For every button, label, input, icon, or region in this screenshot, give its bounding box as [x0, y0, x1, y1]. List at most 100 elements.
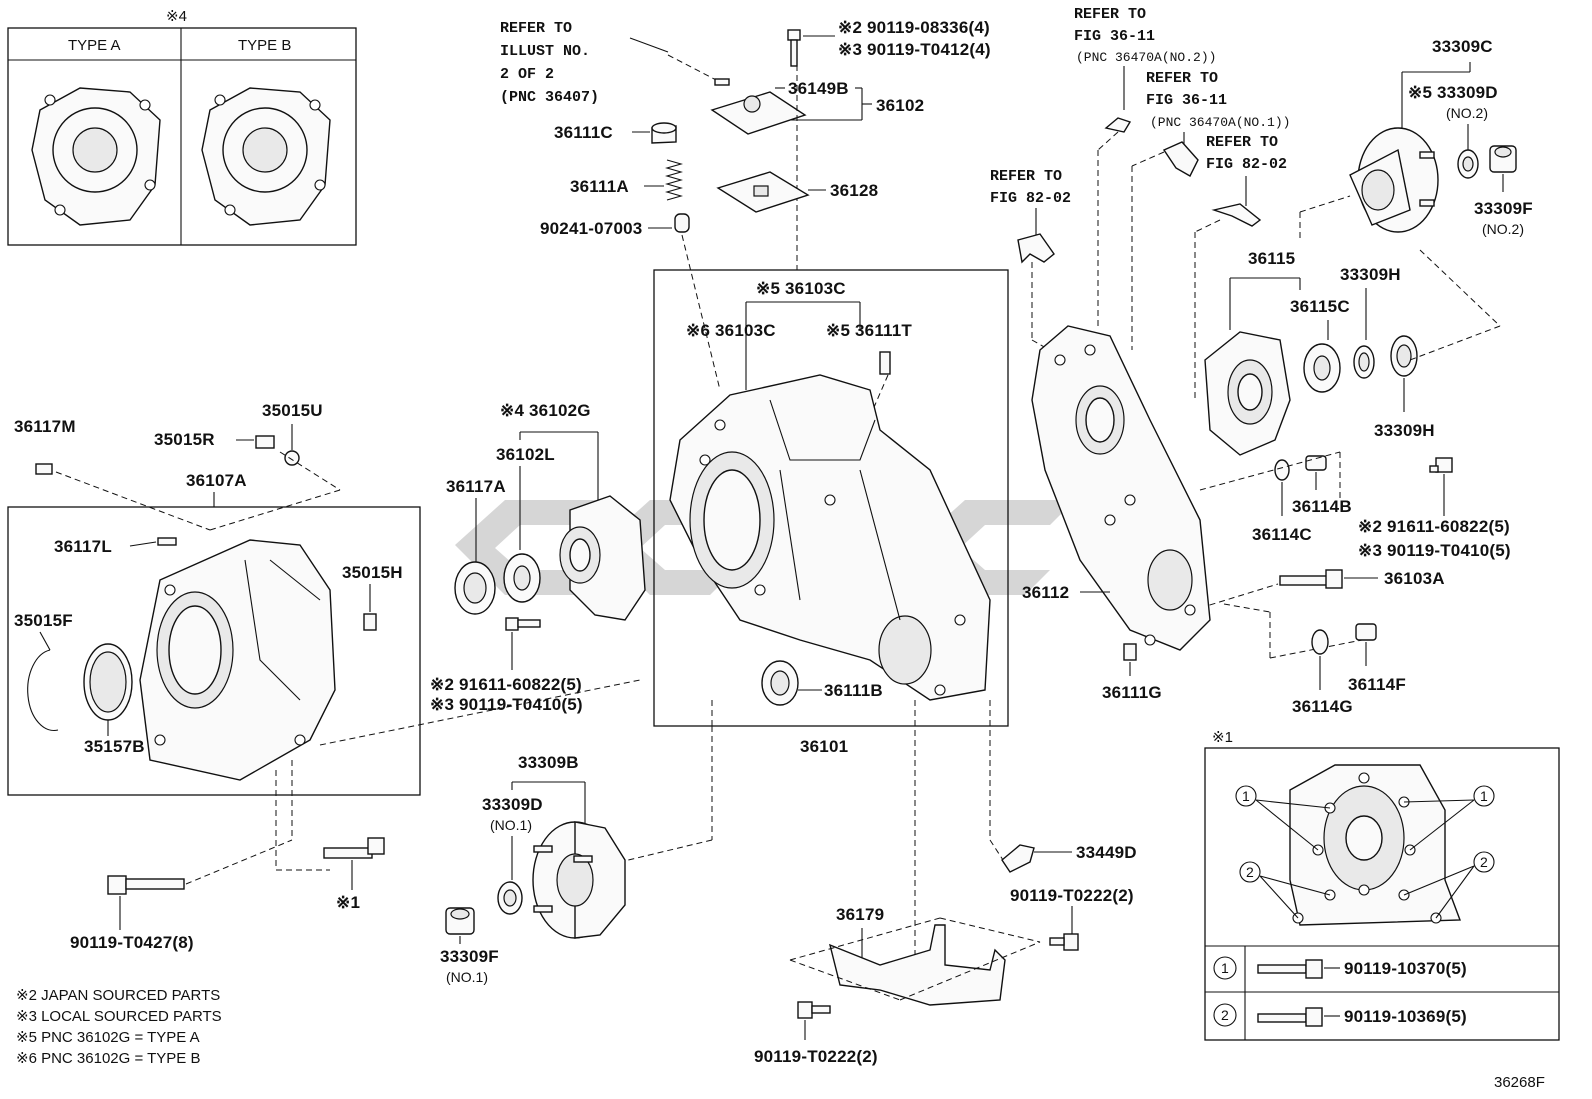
bolt-90119-t0222-bottom: [797, 1001, 831, 1040]
label-refers-fig36-no1-0: REFER TO: [1146, 70, 1218, 87]
label-bolt-table-callout-1: 1: [1242, 788, 1250, 804]
bolt-mark1: ※1: [323, 837, 385, 912]
label-refers-fig82-left-1: FIG 82-02: [990, 190, 1071, 207]
label-labels-p90119-t0410-a: ※3 90119-T0410(5): [430, 695, 583, 714]
footnote-6: ※6 PNC 36102G = TYPE B: [16, 1050, 200, 1067]
label-labels-p36102: 36102: [876, 96, 924, 115]
hub-33309b-group: 33309B 33309D (NO.1) 33309F (NO.1): [440, 753, 626, 985]
bolt-row2-part: 90119-10369(5): [1344, 1007, 1467, 1026]
case-36101-image: [669, 374, 991, 701]
label-labels-p33449d: 33449D: [1076, 843, 1137, 862]
refer-fig36-no2: REFER TO FIG 36-11 (PNC 36470A(NO.2)): [1074, 6, 1216, 330]
bolt-table-mark: ※1: [1212, 729, 1233, 746]
label-labels-p90119-t0412: ※3 90119-T0412(4): [838, 40, 991, 59]
footnote-5: ※5 PNC 36102G = TYPE A: [16, 1029, 200, 1046]
footnotes: ※2 JAPAN SOURCED PARTS ※3 LOCAL SOURCED …: [16, 987, 222, 1067]
label-labels-p36115: 36115: [1248, 249, 1295, 268]
label-refers-illust-0: REFER TO: [500, 20, 572, 37]
label-labels-p36103c-5: ※5 36103C: [756, 279, 846, 298]
label-labels-p90119-t0427: 90119-T0427(8): [70, 933, 194, 952]
flange-33309c-group: 33309C ※5 33309D (NO.2) 33309F (NO.2): [1299, 37, 1533, 240]
label-refers-fig36-no2-0: REFER TO: [1074, 6, 1146, 23]
label-bolt-table-callout-2: 2: [1221, 1007, 1229, 1023]
label-bolt-table-callout-2: 2: [1480, 854, 1488, 870]
label-labels-p33309f-2-no: (NO.2): [1482, 221, 1524, 237]
part-36114c-gasket: 36114C: [1199, 451, 1341, 544]
label-labels-p33309f-1: 33309F: [440, 947, 499, 966]
label-refers-illust-3: (PNC 36407): [500, 89, 599, 106]
part-36111b-seal: 36111B: [761, 660, 883, 706]
refer-illust-note: REFER TO ILLUST NO. 2 OF 2 (PNC 36407): [500, 20, 721, 106]
part-36114b-plug: 36114B: [1292, 455, 1352, 516]
part-36102l-bearing: [503, 553, 541, 603]
cover-36112-image: [1031, 325, 1211, 651]
type-a-cover-image: [31, 87, 161, 226]
case-36107a-image: [139, 539, 336, 781]
label-labels-p36111a: 36111A: [570, 177, 629, 196]
part-36111a-spring: 36111A: [570, 159, 684, 201]
label-labels-p36114b: 36114B: [1292, 497, 1352, 516]
part-36102g-group: ※4 36102G 36102L 36117A ※2 91611-60822(5…: [319, 401, 646, 746]
refer-fig36-no1: REFER TO FIG 36-11 (PNC 36470A(NO.1)): [1131, 70, 1290, 350]
label-labels-p33309h-top: 33309H: [1340, 265, 1401, 284]
label-refers-fig82-right-1: FIG 82-02: [1206, 156, 1287, 173]
label-refers-illust-1: ILLUST NO.: [500, 43, 590, 60]
part-36114f-plug: 36114F: [1348, 623, 1406, 694]
left-case-group: 36117M 35015R 35015U 36107A 36117L 35015…: [7, 401, 421, 871]
label-refers-fig36-no1-2: (PNC 36470A(NO.1)): [1150, 115, 1290, 130]
label-labels-p36102g: ※4 36102G: [500, 401, 591, 420]
cover-36112-group: 36112 36111G: [1022, 325, 1363, 702]
label-labels-p36117l: 36117L: [54, 537, 112, 556]
label-labels-p33309d-2-no: (NO.2): [1446, 105, 1488, 121]
label-labels-p36117a: 36117A: [446, 477, 506, 496]
label-labels-p35015h: 35015H: [342, 563, 403, 582]
part-36102g-image: [559, 495, 646, 621]
bolt-36103a: 36103A: [1199, 569, 1445, 609]
type-b-label: TYPE B: [238, 37, 291, 54]
retainer-36115-group: 36115 36115C 33309H 33309H: [1204, 249, 1501, 456]
type-b-cover-image: [201, 87, 331, 226]
label-labels-p90119-08336: ※2 90119-08336(4): [838, 18, 990, 37]
type-inset: ※4 TYPE A TYPE B: [7, 8, 357, 246]
label-refers-illust-2: 2 OF 2: [500, 66, 554, 83]
hub-33309b-image: [532, 821, 626, 939]
bolt-90119-08336: ※2 90119-08336(4) ※3 90119-T0412(4): [787, 18, 991, 67]
label-refers-fig82-right-0: REFER TO: [1206, 134, 1278, 151]
label-labels-p36128: 36128: [830, 181, 878, 200]
label-labels-p33309d-2: ※5 33309D: [1408, 83, 1498, 102]
label-refers-fig82-left-0: REFER TO: [990, 168, 1062, 185]
footnote-3: ※3 LOCAL SOURCED PARTS: [16, 1008, 222, 1025]
part-33309f-no2-nut: [1489, 145, 1517, 192]
label-labels-p90119-t0222-r: 90119-T0222(2): [1010, 886, 1134, 905]
label-labels-p33309d-1: 33309D: [482, 795, 543, 814]
label-labels-p36111c: 36111C: [554, 123, 613, 142]
label-labels-p36179: 36179: [836, 905, 884, 924]
label-bolt-table-callout-1: 1: [1480, 788, 1488, 804]
label-labels-p36149b: 36149B: [788, 79, 849, 98]
bolt-91611-60822-right: ※2 91611-60822(5) ※3 90119-T0410(5): [1358, 457, 1511, 560]
label-labels-p36114c: 36114C: [1252, 525, 1312, 544]
label-labels-p35015f: 35015F: [14, 611, 73, 630]
label-labels-p36101: 36101: [800, 737, 848, 756]
label-labels-p33309h-bot: 33309H: [1374, 421, 1435, 440]
label-labels-p33309d-1-no: (NO.1): [490, 817, 532, 833]
diagram-id: 36268F: [1494, 1074, 1545, 1091]
label-labels-p36103c-6: ※6 36103C: [686, 321, 776, 340]
label-labels-p33309f-2: 33309F: [1474, 199, 1533, 218]
label-labels-p36103a: 36103A: [1384, 569, 1445, 588]
label-labels-p35157b: 35157B: [84, 737, 145, 756]
label-labels-p33309b: 33309B: [518, 753, 579, 772]
label-labels-p36102l: 36102L: [496, 445, 555, 464]
label-labels-p91611-60822-b: ※2 91611-60822(5): [1358, 517, 1510, 536]
main-case-box: ※5 36103C ※6 36103C ※5 36111T 36111B 361…: [619, 269, 1009, 863]
refer-fig82-left: REFER TO FIG 82-02: [990, 168, 1071, 357]
label-refers-fig36-no1-1: FIG 36-11: [1146, 92, 1227, 109]
bolt-91611-60822-left: ※2 91611-60822(5) ※3 90119-T0410(5): [430, 617, 583, 714]
part-36128-gasket: 36128: [716, 171, 878, 213]
label-labels-p35015u: 35015U: [262, 401, 323, 420]
type-a-label: TYPE A: [68, 37, 121, 54]
part-36111c-plug: 36111C: [554, 122, 677, 144]
part-33309f-no1-nut: [445, 907, 475, 944]
bracket-36179-group: 36179 90119-T0222(2): [754, 700, 1041, 1066]
